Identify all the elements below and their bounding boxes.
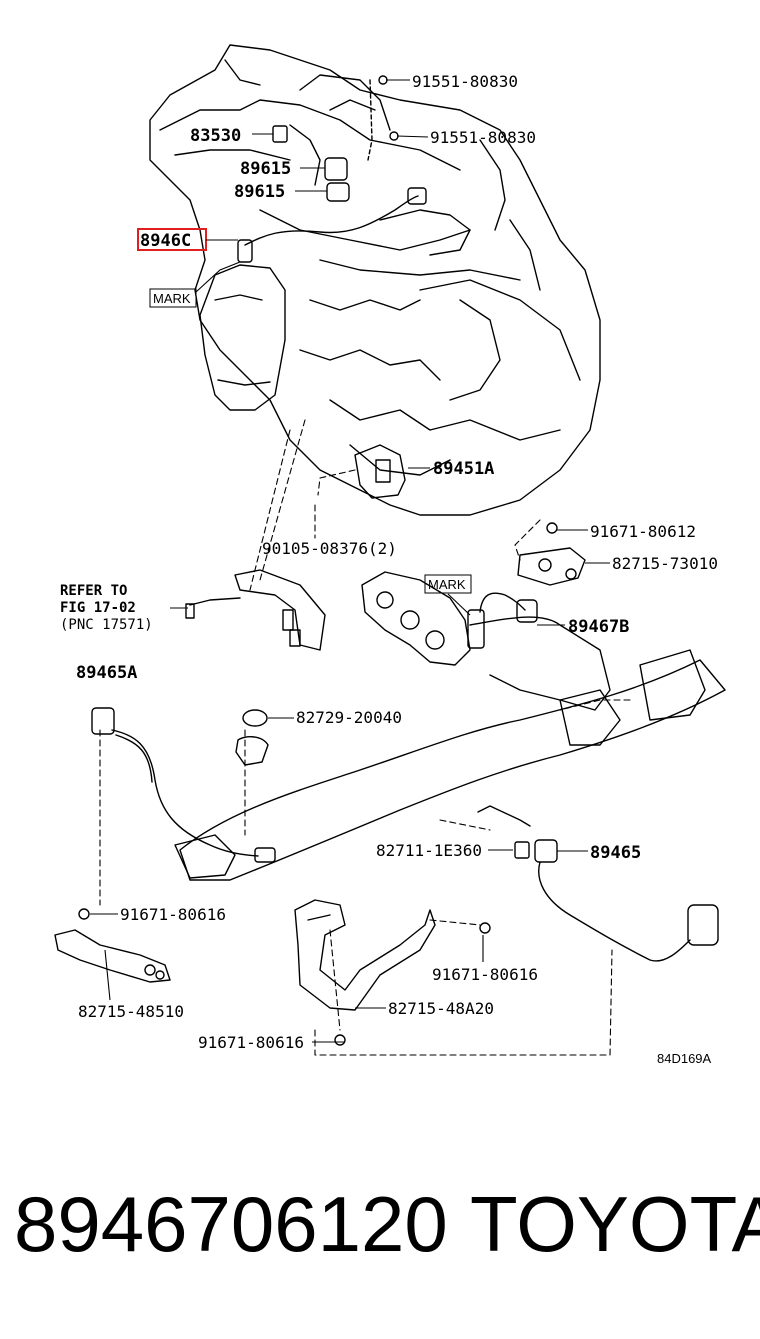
label-91671-80616-b: 91671-80616 (432, 965, 538, 984)
mark-label-a: MARK (153, 291, 191, 306)
sensor-wire-upper (244, 195, 419, 246)
label-91671-80612: 91671-80612 (590, 522, 696, 541)
label-82711: 82711-1E360 (376, 841, 482, 860)
label-89615-a: 89615 (240, 159, 291, 179)
part-89615-a-shape (324, 157, 348, 181)
label-83530: 83530 (190, 126, 241, 146)
bracket-upper-left (185, 569, 326, 651)
exhaust-pipe (174, 649, 726, 881)
refer-line-1: REFER TO (60, 583, 127, 599)
catalytic-converter-upper (199, 264, 286, 411)
footer-brand: TOYOTA (470, 1180, 760, 1268)
label-82715-48510: 82715-48510 (78, 1002, 184, 1021)
engine-block-drawing (149, 44, 601, 516)
label-91551-b: 91551-80830 (430, 128, 536, 147)
label-82729: 82729-20040 (296, 708, 402, 727)
exhaust-manifold-lower (361, 571, 611, 711)
crank-sensor-89451a (354, 444, 406, 499)
refer-line-2: FIG 17-02 (60, 600, 136, 616)
label-89465a: 89465A (76, 663, 137, 683)
refer-line-3: (PNC 17571) (60, 617, 153, 633)
clamp-82729 (235, 709, 269, 766)
diagram-code: 84D169A (657, 1051, 712, 1066)
label-89451a: 89451A (433, 459, 494, 479)
bracket-82715-48510 (54, 929, 171, 983)
sensor-8946c-body (237, 239, 253, 263)
label-91671-80616-c: 91671-80616 (198, 1033, 304, 1052)
leader-lines (99, 419, 631, 1056)
part-89615-b-shape (326, 182, 350, 202)
sensor-89467b (467, 592, 538, 649)
label-90105: 90105-08376(2) (262, 539, 397, 558)
sensor-89465 (477, 805, 719, 962)
sensor-89465a (91, 707, 276, 863)
label-89615-b: 89615 (234, 182, 285, 202)
label-91671-80616-a: 91671-80616 (120, 905, 226, 924)
mark-label-b: MARK (428, 577, 466, 592)
bracket-82715-48A20 (294, 899, 436, 1011)
label-82715-48a20: 82715-48A20 (388, 999, 494, 1018)
label-91551-a: 91551-80830 (412, 72, 518, 91)
label-8946c: 8946C (140, 231, 191, 251)
bracket-82715-73010 (517, 547, 586, 586)
part-83530-shape (272, 125, 288, 143)
footer-part-number: 8946706120 (14, 1180, 448, 1268)
label-82715-73010: 82715-73010 (612, 554, 718, 573)
label-89467b: 89467B (568, 617, 629, 637)
label-89465: 89465 (590, 843, 641, 863)
